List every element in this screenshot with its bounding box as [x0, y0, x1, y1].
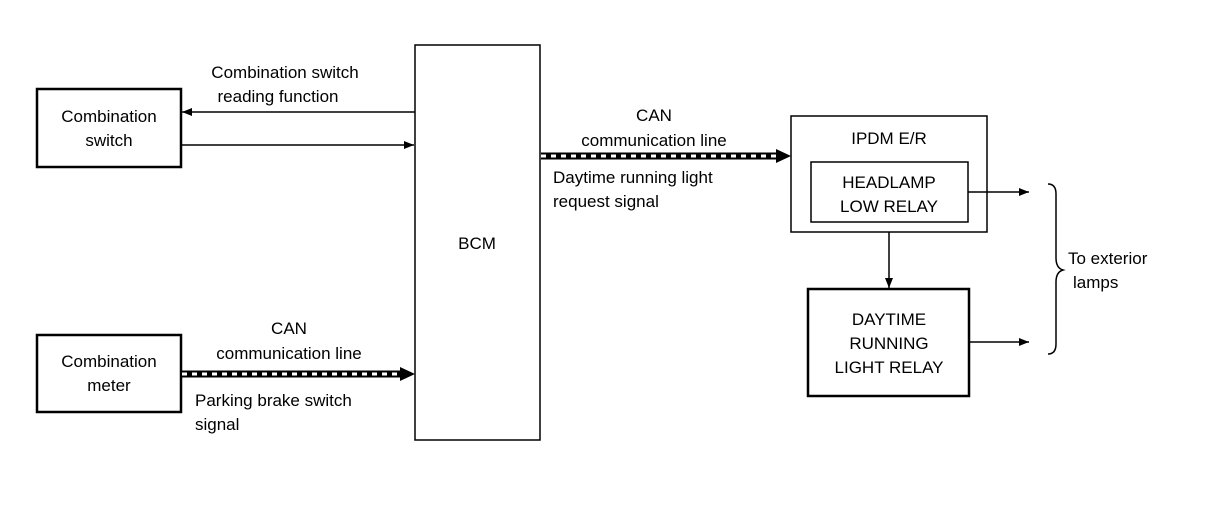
combination-switch-block: Combination switch [35, 87, 183, 169]
daytime-request-label-line2: request signal [553, 192, 659, 211]
combination-meter-block: Combination meter [35, 333, 183, 414]
drl-relay-label-line2: RUNNING [849, 334, 928, 353]
ipdm-er-label: IPDM E/R [851, 129, 927, 148]
combination-meter-box [35, 333, 183, 414]
daytime-running-light-relay-block: DAYTIME RUNNING LIGHT RELAY [806, 287, 971, 398]
combination-meter-label-line1: Combination [61, 352, 156, 371]
can-label-meter-line1: CAN [271, 319, 307, 338]
headlamp-low-relay-box [810, 161, 969, 223]
bcm-block: BCM [414, 44, 541, 441]
combination-switch-box [35, 87, 183, 169]
headlamp-low-relay-label-line2: LOW RELAY [840, 197, 938, 216]
exterior-lamps-label-line1: To exterior [1068, 249, 1148, 268]
drl-relay-label-line1: DAYTIME [852, 310, 926, 329]
combination-switch-label-line1: Combination [61, 107, 156, 126]
switch-reading-label-line1: Combination switch [211, 63, 358, 82]
drl-relay-label-line3: LIGHT RELAY [835, 358, 944, 377]
parking-brake-label-line1: Parking brake switch [195, 391, 352, 410]
ipdm-er-block: IPDM E/R HEADLAMP LOW RELAY [790, 115, 988, 233]
can-label-ipdm-line1: CAN [636, 106, 672, 125]
can-line-meter-bcm-arrowhead [400, 367, 415, 381]
can-line-meter-bcm [182, 367, 415, 381]
headlamp-low-relay-label-line1: HEADLAMP [842, 173, 936, 192]
combination-meter-label-line2: meter [87, 376, 131, 395]
exterior-lamps-brace [1047, 183, 1066, 355]
can-label-ipdm-line2: communication line [581, 131, 727, 150]
combination-switch-label-line2: switch [85, 131, 132, 150]
exterior-lamps-label-line2: lamps [1073, 273, 1118, 292]
bcm-box [414, 44, 541, 441]
bcm-label: BCM [458, 234, 496, 253]
can-line-bcm-ipdm-arrowhead [776, 149, 791, 163]
can-line-bcm-ipdm [541, 149, 791, 163]
parking-brake-label-line2: signal [195, 415, 239, 434]
switch-reading-label-line2: reading function [218, 87, 339, 106]
can-label-meter-line2: communication line [216, 344, 362, 363]
daytime-request-label-line1: Daytime running light [553, 168, 713, 187]
